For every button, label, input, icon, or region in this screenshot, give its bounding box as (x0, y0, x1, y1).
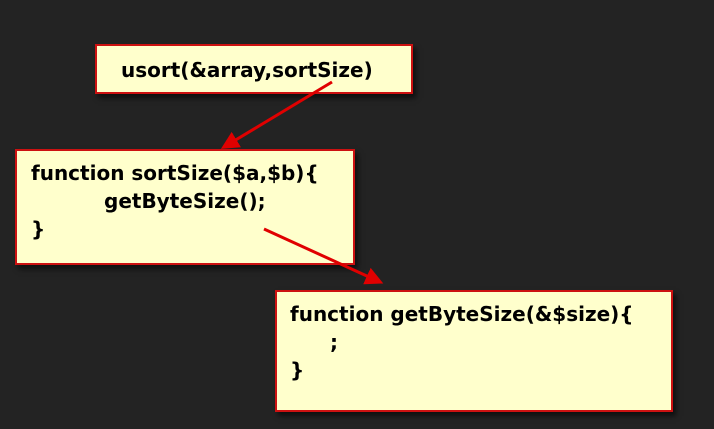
sortsize-signature: function sortSize($a,$b){ (31, 161, 319, 185)
usort-call-box: usort(&array,sortSize) (95, 44, 413, 94)
sortsize-function-box: function sortSize($a,$b){ getByteSize();… (15, 149, 355, 265)
sortsize-body-call: getByteSize(); (104, 189, 266, 213)
getbytesize-body: ; (330, 330, 338, 354)
sortsize-closing-brace: } (31, 217, 46, 241)
getbytesize-signature: function getByteSize(&$size){ (290, 302, 634, 326)
getbytesize-closing-brace: } (290, 358, 305, 382)
getbytesize-function-box: function getByteSize(&$size){ ; } (275, 290, 673, 412)
usort-call-text: usort(&array,sortSize) (121, 58, 373, 82)
